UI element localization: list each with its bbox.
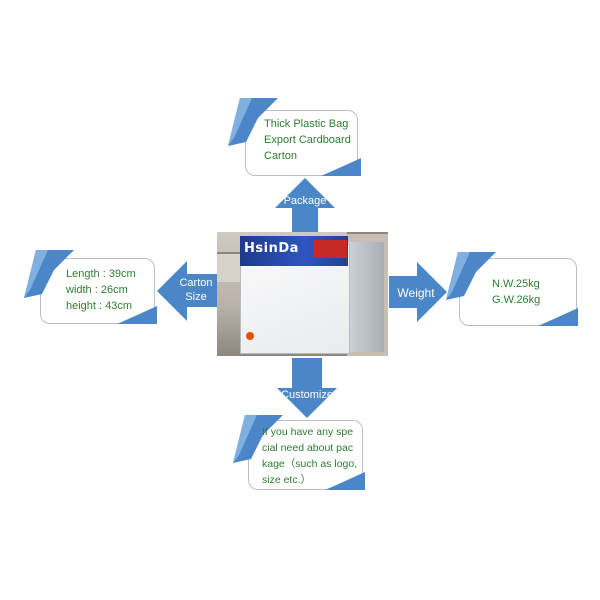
arrow-label-customize: Customize [281,389,333,401]
arrow-label-package: Package [283,195,327,207]
arrow-left-carton-size [157,261,217,321]
package-card-corner-bottom-right [321,158,361,176]
customize-card-corner-top-left [233,415,283,463]
carton-size-card [40,258,155,324]
weight-card-corner-top-left [446,252,496,300]
package-card-corner-top-left [228,98,278,146]
arrow-down-customize [277,358,337,418]
weight-card-corner-bottom-right [538,308,578,326]
carton-brand-logo: HsinDa [244,241,299,256]
carton-size-card-text: Length : 39cm width : 26cm height : 43cm [66,268,136,312]
weight-card [459,258,577,326]
package-card-text: Thick Plastic Bag Export Cardboard Carto… [264,118,351,162]
customize-card-text: If you have any spe cial need about pac … [262,426,358,486]
carton-red-stripe [313,240,347,258]
product-photo: HsinDa [217,232,388,356]
arrow-label-carton-size: Carton Size [179,277,213,303]
carton-small-logo [246,332,254,340]
weight-card-text: N.W.25kg G.W.26kg [492,278,541,306]
carton-size-card-corner-bottom-right [117,306,157,324]
customize-card-corner-bottom-right [325,472,365,490]
customize-card [248,420,363,490]
arrow-up-package [275,178,335,232]
carton-size-card-corner-top-left [24,250,74,298]
carton-side [348,242,384,352]
arrow-label-weight: Weight [397,286,435,300]
package-card [245,110,358,176]
arrow-right-weight [389,262,447,322]
